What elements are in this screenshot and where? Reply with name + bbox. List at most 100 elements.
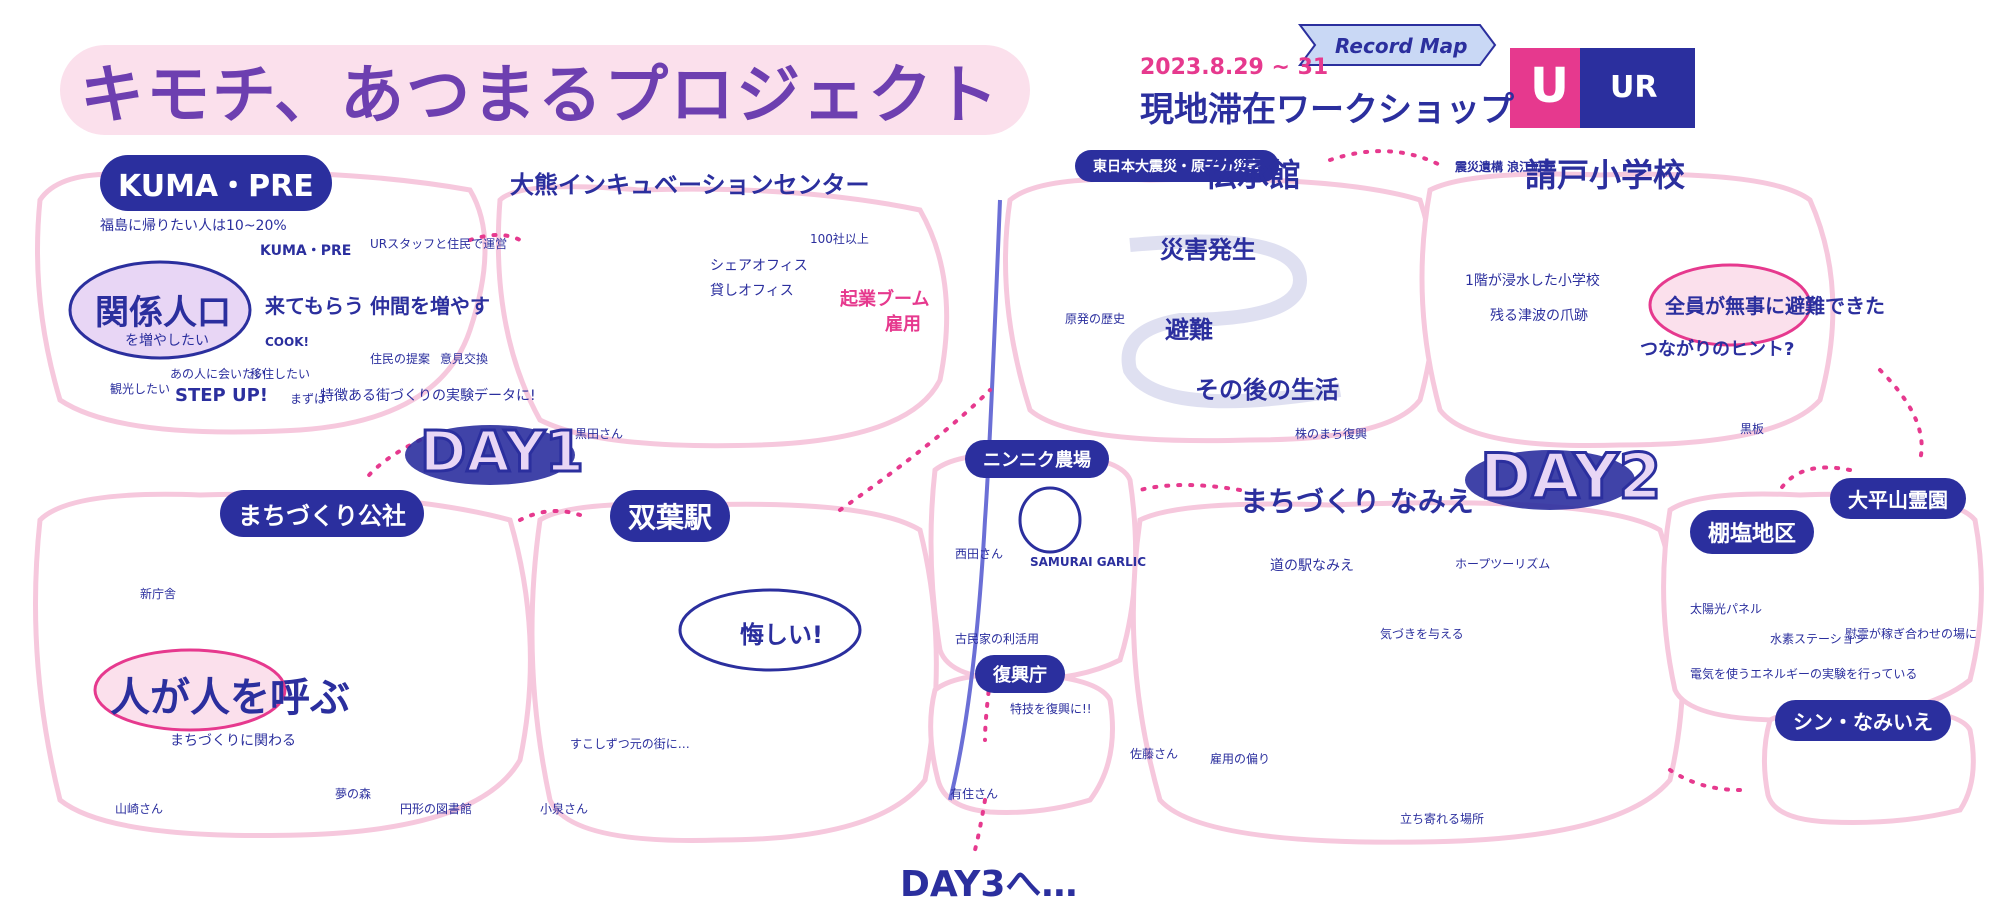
namie-place: 立ち寄れる場所 — [1400, 812, 1485, 826]
fukkocho-title: 復興庁 — [975, 655, 1065, 693]
kumapre-step2: あの人に会いたい — [170, 367, 267, 381]
namie-attention: 気づきを与える — [1380, 627, 1464, 641]
garlic-title: ニンニク農場 — [965, 440, 1109, 478]
kumapre-title: KUMA・PRE — [100, 155, 332, 211]
day1-blob — [405, 425, 575, 485]
arrow-to-day3 — [973, 798, 987, 852]
futaba-person: 小泉さん — [540, 802, 589, 816]
incubation-companies: 100社以上 — [810, 232, 869, 246]
incubation-boom: 起業ブーム — [840, 289, 930, 310]
ukedo-safe: 全員が無事に避難できた — [1665, 294, 1885, 318]
fukkocho-main: 特技を復興に!! — [1010, 702, 1092, 716]
kosha-dream: 夢の森 — [335, 787, 372, 801]
kosha-main: 人が人を呼ぶ — [110, 675, 350, 721]
arrow-garlic-fukkocho — [983, 678, 992, 742]
namie-title: まちづくり なみえ — [1240, 485, 1474, 518]
ukedo-title-small: 震災遺構 浪江町立 — [1455, 160, 1556, 174]
incubation-employment: 雇用 — [885, 314, 921, 335]
denshokan-life: その後の生活 — [1195, 376, 1339, 404]
tanashio-solar: 太陽光パネル — [1690, 602, 1763, 616]
namie-employment: 雇用の偏り — [1210, 752, 1271, 766]
arrow-ohirayama-tanashio — [1778, 465, 1852, 492]
kosha-center-bubble — [93, 648, 287, 732]
day3-label: DAY3へ… — [900, 864, 1078, 905]
ukedo-first-floor: 1階が浸水した小学校 — [1465, 273, 1600, 289]
record-map-ribbon: Record Map — [1335, 34, 1468, 58]
tanashio-title: 棚塩地区 — [1690, 510, 1815, 554]
futaba-future: すこしずつ元の街に… — [570, 737, 690, 751]
workshop-subtitle: 現地滞在ワークショップ — [1140, 90, 1514, 130]
fukkocho-person: 有住さん — [950, 787, 999, 801]
ur-logo-pink — [1510, 48, 1580, 128]
arrow-day1-kosha — [363, 438, 422, 482]
kumapre-top-note: 福島に帰りたい人は10~20% — [100, 218, 287, 234]
incubation-person: 黒田さん — [575, 427, 624, 441]
ukedo-tsunami: 残る津波の爪跡 — [1490, 308, 1588, 324]
tanashio-station: 水素ステーション — [1770, 632, 1866, 646]
day2-label: DAY2 — [1479, 439, 1664, 515]
arrow-namie-garlic — [1138, 483, 1242, 492]
futaba-main: 悔しい! — [740, 621, 823, 649]
title-highlight — [60, 45, 1030, 135]
tanashio-energy: 電気を使うエネルギーの実験を行っている — [1690, 667, 1918, 681]
denshokan-title-small: 東日本大震災・原子力災害 — [1075, 150, 1279, 182]
denshokan-title: 伝承館 — [1205, 156, 1302, 194]
page-title: キモチ、あつまるプロジェクト — [80, 59, 1001, 133]
ukedo-blackboard: 黒板 — [1740, 422, 1765, 436]
futaba-speech-bubble — [678, 588, 862, 672]
kumapre-ur-staff: URスタッフと住民で運営 — [370, 237, 508, 251]
denshokan-reconstruction: 株のまち復興 — [1295, 427, 1368, 441]
kumapre-center-main: 関係人口 — [95, 293, 231, 333]
futaba-title: 双葉駅 — [610, 490, 731, 542]
ukedo-cloud — [1419, 171, 1836, 449]
arrow-kumapre-incubation — [468, 233, 522, 242]
garlic-community: 古民家の利活用 — [955, 632, 1040, 646]
denshokan-film-strip — [1121, 234, 1342, 409]
logo-text: UR — [1610, 70, 1658, 105]
arrow-futaba-denshokan — [838, 388, 992, 512]
ukedo-hint: つながりのヒント? — [1640, 339, 1795, 360]
kumapre-friends: 仲間を増やす — [370, 294, 490, 318]
arrow-ukedo-ohirayama — [1878, 368, 1924, 462]
day-divider-line — [948, 199, 1002, 801]
incubation-share-office: シェアオフィス — [710, 258, 808, 274]
denshokan-disaster: 災害発生 — [1160, 236, 1256, 264]
day2-blob — [1465, 450, 1635, 510]
kumapre-center-bubble — [68, 260, 252, 360]
denshokan-history: 原発の歴史 — [1065, 312, 1126, 326]
futaba-cloud — [529, 501, 939, 843]
kumapre-experiment: 特徴ある街づくりの実験データに! — [320, 388, 536, 404]
incubation-rent-office: 貸しオフィス — [710, 283, 794, 299]
namie-person: 佐藤さん — [1130, 747, 1179, 761]
namie-station: 道の駅なみえ — [1270, 558, 1354, 574]
kosha-library: 円形の図書館 — [400, 802, 473, 816]
kumapre-residents: 住民の提案 — [370, 352, 431, 366]
garlic-brand: SAMURAI GARLIC — [1030, 555, 1147, 569]
namie-tourism: ホープツーリズム — [1455, 557, 1551, 571]
kumapre-step-up: STEP UP! — [175, 385, 269, 406]
kumapre-step3: 移住したい — [250, 367, 311, 381]
kumapre-step1: 観光したい — [110, 382, 171, 396]
ukedo-title: 請戸小学校 — [1525, 156, 1686, 194]
day1-label: DAY1 — [419, 419, 586, 487]
denshokan-evacuation: 避難 — [1165, 316, 1213, 344]
kosha-people-sub: まちづくりに関わる — [170, 733, 296, 749]
ukedo-safe-bubble — [1648, 263, 1812, 347]
kumapre-come: 来てもらう — [265, 294, 364, 318]
kosha-title: まちづくり公社 — [220, 490, 424, 537]
incubation-title: 大熊インキュベーションセンター — [510, 171, 870, 199]
kosha-station-building: 新庁舎 — [140, 587, 177, 601]
ohirayama-meeting: 慰霊が稼ぎ合わせの場に — [1845, 627, 1978, 641]
shin-namiie-title: シン・なみいえ — [1775, 700, 1951, 741]
arrow-denshokan-ukedo — [1328, 149, 1442, 167]
namie-cloud — [1130, 500, 1686, 845]
kumapre-center-sub: を増やしたい — [125, 333, 209, 349]
ribbon-shape — [1298, 24, 1497, 66]
incubation-cloud — [495, 184, 950, 449]
kumapre-exchange: 意見交換 — [440, 352, 489, 366]
kumapre-mazu: まずは — [290, 392, 327, 406]
garlic-icon — [1018, 486, 1082, 554]
logo-letter: U — [1530, 58, 1569, 114]
